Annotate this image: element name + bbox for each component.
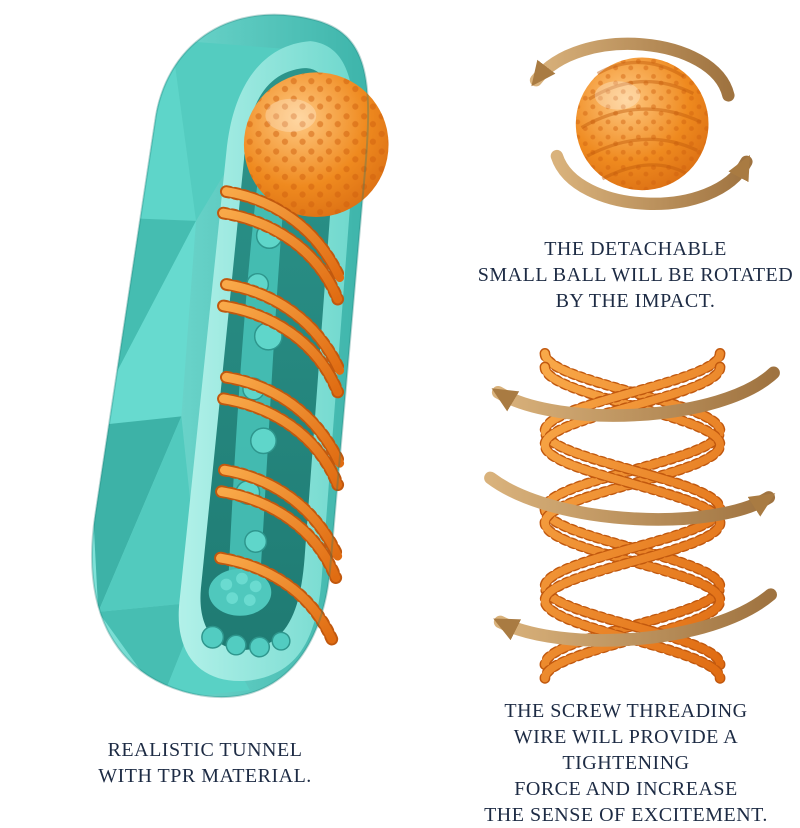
tightening-arrows-icon xyxy=(484,366,780,647)
threading-ribs-icon xyxy=(214,185,347,646)
caption-line: WIRE WILL PROVIDE A TIGHTENING xyxy=(513,726,739,774)
tunnel-cutaway-icon xyxy=(91,13,389,699)
product-infographic: { "page": { "background": "#ffffff", "de… xyxy=(25,5,800,826)
screw-wire-icon xyxy=(484,348,780,684)
caption-line: SMALL BALL WILL BE ROTATED xyxy=(477,264,794,286)
caption-line: BY THE IMPACT. xyxy=(555,290,716,312)
rotating-ball-icon xyxy=(529,37,753,210)
caption-line: THE SCREW THREADING xyxy=(504,700,748,722)
helix-caption: THE SCREW THREADING WIRE WILL PROVIDE A … xyxy=(452,698,800,828)
rotation-arrows-icon xyxy=(529,37,753,210)
screw-wire-illustration xyxy=(475,332,790,692)
tunnel-ball-icon xyxy=(243,72,389,217)
tunnel-caption: REALISTIC TUNNEL WITH TPR MATERIAL. xyxy=(55,737,355,789)
caption-line: THE SENSE OF EXCITEMENT. xyxy=(484,804,768,826)
caption-line: WITH TPR MATERIAL. xyxy=(98,765,312,787)
caption-line: REALISTIC TUNNEL xyxy=(107,739,303,761)
caption-line: THE DETACHABLE xyxy=(544,238,727,260)
tunnel-cutaway-illustration xyxy=(25,5,455,730)
ball-caption: THE DETACHABLE SMALL BALL WILL BE ROTATE… xyxy=(468,236,800,314)
rotating-ball-illustration xyxy=(495,12,795,230)
caption-line: FORCE AND INCREASE xyxy=(514,778,738,800)
